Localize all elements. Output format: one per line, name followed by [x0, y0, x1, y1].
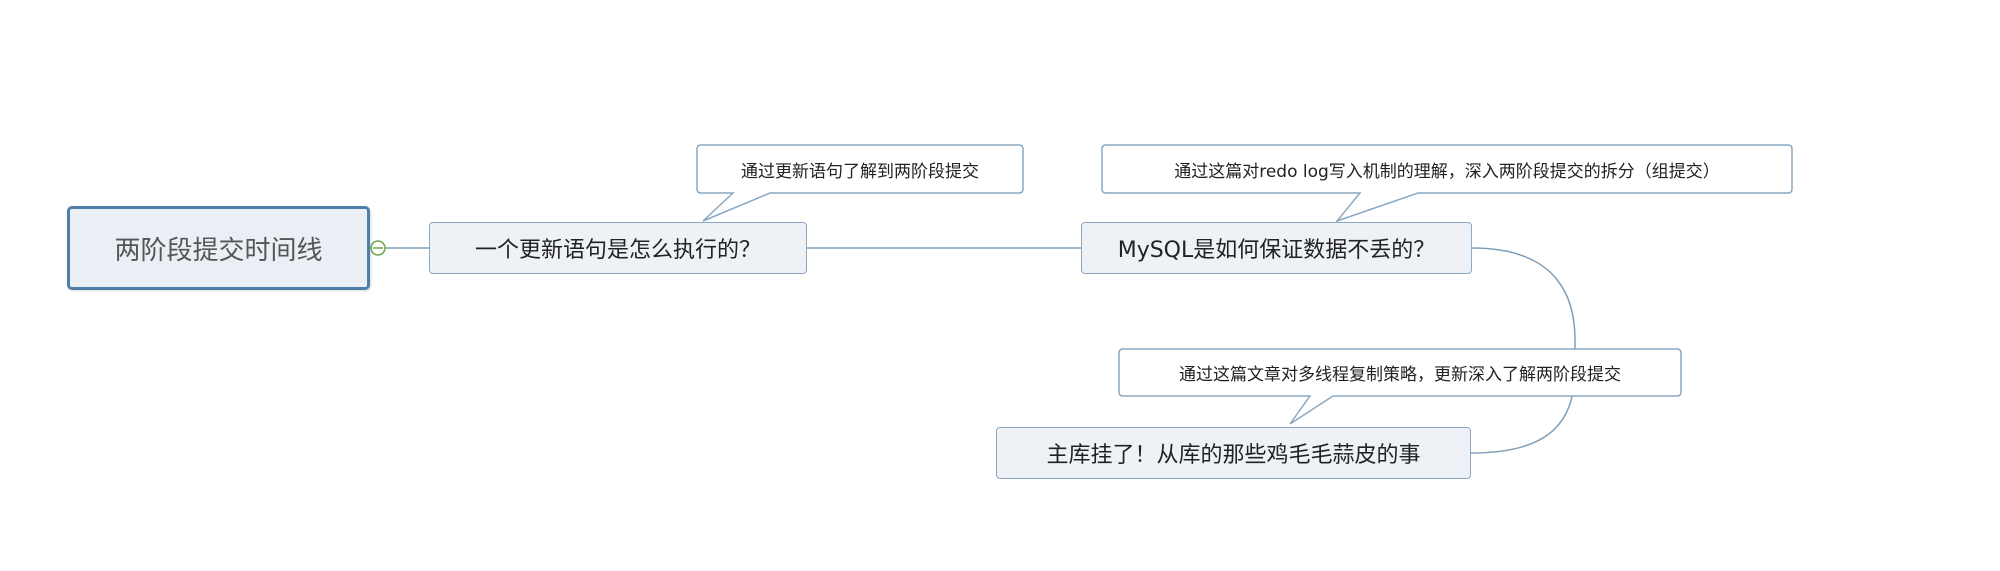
central-topic-label: 两阶段提交时间线: [114, 235, 323, 266]
topic-label: 一个更新语句是怎么执行的？: [474, 238, 761, 263]
collapse-toggle-icon[interactable]: [370, 240, 386, 256]
topic-master-replica[interactable]: 主库挂了！从库的那些鸡毛毛蒜皮的事: [996, 427, 1471, 479]
topic-label: MySQL是如何保证数据不丢的？: [1117, 238, 1436, 263]
topic-mysql-data-safety[interactable]: MySQL是如何保证数据不丢的？: [1081, 222, 1472, 274]
central-topic[interactable]: 两阶段提交时间线: [67, 206, 370, 290]
topic-label: 主库挂了！从库的那些鸡毛毛蒜皮的事: [1046, 443, 1421, 468]
callout-bubble-2: [1101, 144, 1793, 223]
callout-note-text: 通过这篇对redo log写入机制的理解，深入两阶段提交的拆分（组提交）: [1174, 161, 1720, 182]
callout-note-1[interactable]: 通过更新语句了解到两阶段提交: [697, 145, 1023, 193]
callout-bubble-3: [1118, 348, 1682, 425]
callout-bubble-1: [696, 144, 1024, 222]
callout-note-3[interactable]: 通过这篇文章对多线程复制策略，更新深入了解两阶段提交: [1119, 349, 1681, 396]
topic-update-statement[interactable]: 一个更新语句是怎么执行的？: [429, 222, 807, 274]
callout-note-2[interactable]: 通过这篇对redo log写入机制的理解，深入两阶段提交的拆分（组提交）: [1102, 145, 1792, 193]
callout-note-text: 通过这篇文章对多线程复制策略，更新深入了解两阶段提交: [1179, 365, 1621, 385]
callout-note-text: 通过更新语句了解到两阶段提交: [741, 161, 979, 182]
